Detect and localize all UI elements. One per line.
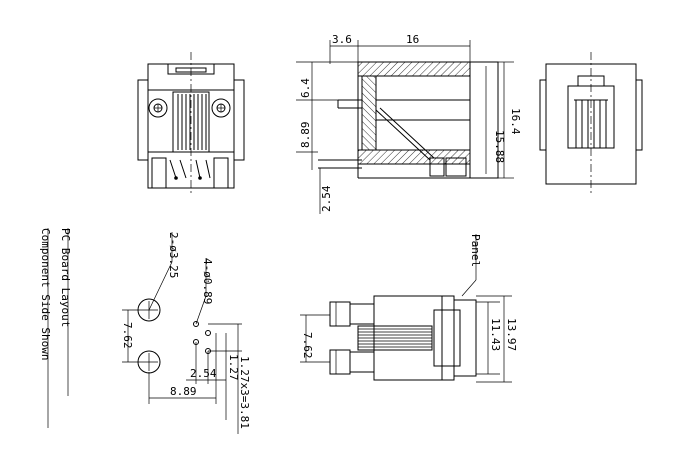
bottom-dim-inner: 11.43 [489,318,502,351]
dim-spacing-762: 7.62 [121,322,134,349]
hole-small-label: 4-ø0.89 [201,258,214,304]
side-top-wall [357,61,471,77]
bottom-dim-left: 7.62 [301,332,314,359]
bottom-view: Panel 7.62 11.43 13.97 [300,234,518,383]
dim-right-outer: 16.4 [509,108,522,135]
panel-label: Panel [469,234,482,267]
pcb-caption-line1: PC Board Layout [59,228,72,327]
dim-889: 8.89 [170,385,197,398]
pcb-caption-line2: Component Side Shown [39,228,52,360]
rear-view [539,52,643,194]
front-right-flange [233,79,245,161]
front-contacts [172,91,210,153]
dim-bottom: 2.54 [320,185,333,212]
side-view: 3.6 16 6.4 8.89 2.54 15.88 16.4 [296,33,522,214]
dim-top-left: 3.6 [332,33,352,46]
hole-large-label: 2-ø3.25 [167,232,180,278]
dim-left-a: 6.4 [299,78,312,98]
pcb-layout: PC Board Layout Component Side Shown 2-ø… [39,228,251,434]
side-bottom-wall [357,149,471,165]
bottom-left-peg-bottom [329,349,351,375]
dim-1273: 1.27x3=3.81 [238,356,251,429]
front-right-peg [211,98,231,118]
front-view [137,52,245,196]
bottom-left-peg-top [329,301,351,327]
dim-top-main: 16 [406,33,419,46]
small-hole [193,321,199,327]
bottom-dim-outer: 13.97 [505,318,518,351]
front-left-peg [148,98,168,118]
front-left-flange [137,79,149,161]
dim-254: 2.54 [190,367,217,380]
dim-left-b: 8.89 [299,122,312,149]
dim-127: 1.27 [227,354,240,381]
bottom-jack-opening [433,309,461,367]
dim-right-inner: 15.88 [493,130,506,163]
